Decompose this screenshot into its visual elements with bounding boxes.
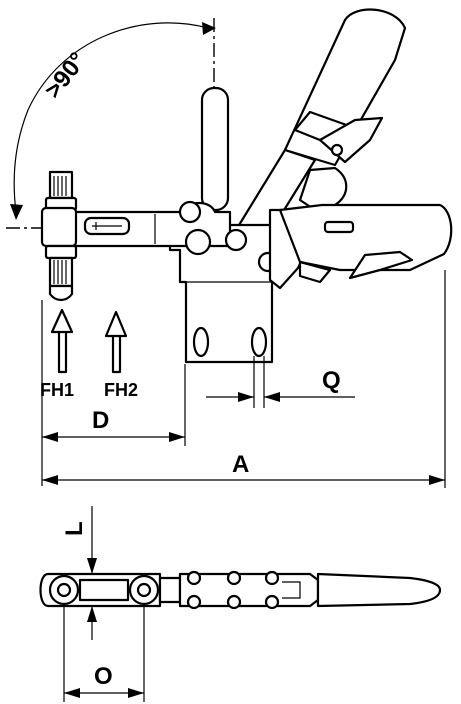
- fh2-label: FH2: [104, 380, 138, 400]
- fh1-label: FH1: [40, 380, 74, 400]
- dimension-d: [41, 300, 186, 486]
- handle-grip: [234, 8, 407, 238]
- spindle-assembly: [40, 170, 78, 302]
- dimension-l: [87, 506, 97, 640]
- dimension-q: [206, 356, 355, 408]
- q-label: Q: [322, 367, 341, 394]
- handle-body-horizontal: [278, 203, 453, 284]
- clamp-base-bracket: [168, 223, 280, 364]
- o-label: O: [94, 663, 113, 690]
- dimension-a: [42, 270, 446, 488]
- dimension-o: [63, 606, 145, 702]
- d-label: D: [92, 407, 109, 434]
- clamp-plan-view: [39, 570, 442, 610]
- handle-open-position: [200, 86, 230, 212]
- force-arrow-fh1: [50, 308, 74, 374]
- l-label: L: [61, 521, 88, 536]
- force-arrow-fh2: [104, 310, 128, 374]
- opening-angle-arc: [10, 22, 216, 220]
- angle-label: >90°: [39, 47, 91, 103]
- a-label: A: [232, 451, 249, 478]
